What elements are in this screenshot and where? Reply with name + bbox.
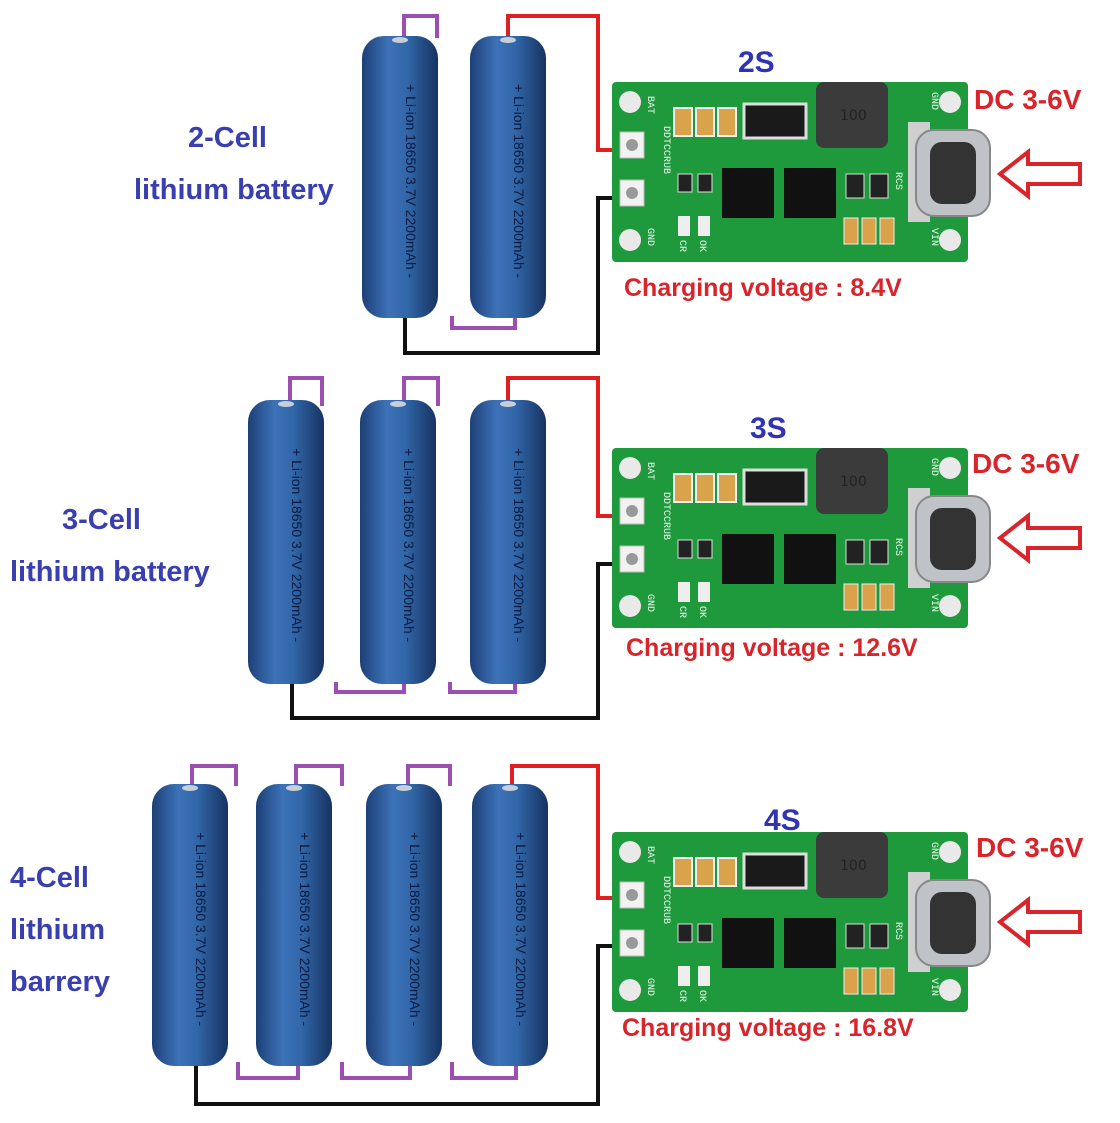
series-wire (448, 682, 517, 694)
side-label: 2-Cell lithium battery (134, 112, 334, 216)
side-label-line: 2-Cell (188, 122, 267, 154)
wiring-diagram-4s: + Li-ion 18650 3.7V 2200mAh - + Li-ion 1… (152, 764, 1082, 1106)
negative-wire (290, 562, 630, 720)
series-wire (334, 682, 406, 694)
battery-cell: + Li-ion 18650 3.7V 2200mAh - (152, 784, 228, 1066)
wiring-diagram-2s: + Li-ion 18650 3.7V 2200mAh - + Li-ion 1… (362, 14, 1082, 355)
battery-cell: + Li-ion 18650 3.7V 2200mAh - (470, 36, 546, 318)
silk-rcs: RCS (892, 922, 903, 940)
series-wire (340, 1062, 412, 1080)
input-voltage-label: DC 3-6V (972, 448, 1080, 479)
series-wire (450, 1062, 518, 1080)
silk-cr: CR (676, 990, 687, 1002)
silk-cr: CR (676, 240, 687, 252)
side-label-line: lithium (10, 914, 106, 946)
positive-wire (510, 764, 630, 900)
charger-board: BAT GND DDTCCRUB 100 CR OK RCS VIN GND (612, 448, 991, 628)
silk-ok: OK (696, 240, 707, 252)
silk-vin: VIN (928, 978, 939, 996)
input-arrow (996, 511, 1082, 565)
side-label-line: lithium battery (10, 556, 210, 588)
battery-label: + Li-ion 18650 3.7V 2200mAh - (511, 448, 527, 643)
battery-cell: + Li-ion 18650 3.7V 2200mAh - (366, 784, 442, 1066)
inductor-label: 100 (840, 474, 867, 490)
silk-bat: BAT (644, 462, 655, 480)
side-label-line: lithium battery (134, 174, 334, 206)
side-label-line: 4-Cell (10, 862, 89, 894)
battery-cell: + Li-ion 18650 3.7V 2200mAh - (362, 36, 438, 318)
side-label: 4-Cell lithium barrery (10, 852, 110, 1008)
silk-vin: VIN (928, 594, 939, 612)
panel-3s: + Li-ion 18650 3.7V 2200mAh - + Li-ion 1… (0, 370, 1120, 740)
inductor-label: 100 (840, 108, 867, 124)
silk-ddtccrub: DDTCCRUB (660, 876, 671, 924)
charging-voltage-label: Charging voltage : 8.4V (624, 274, 902, 302)
silk-gnd-right: GND (928, 458, 939, 476)
series-wire (402, 376, 440, 406)
battery-label: + Li-ion 18650 3.7V 2200mAh - (193, 832, 209, 1027)
battery-label: + Li-ion 18650 3.7V 2200mAh - (403, 84, 419, 279)
mode-label: 4S (764, 804, 801, 837)
mode-label: 3S (750, 412, 787, 445)
side-label-line: barrery (10, 966, 110, 998)
silk-vin: VIN (928, 228, 939, 246)
charger-board: BAT GND DDTCCRUB 100 CR OK RCS VIN GND (612, 832, 991, 1012)
negative-wire (194, 944, 630, 1106)
series-wire (236, 1062, 300, 1080)
battery-label: + Li-ion 18650 3.7V 2200mAh - (297, 832, 313, 1027)
battery-label: + Li-ion 18650 3.7V 2200mAh - (513, 832, 529, 1027)
input-arrow (996, 147, 1082, 201)
silk-gnd-left: GND (644, 228, 655, 246)
battery-cell: + Li-ion 18650 3.7V 2200mAh - (360, 400, 436, 684)
battery-label: + Li-ion 18650 3.7V 2200mAh - (511, 84, 527, 279)
silk-ok: OK (696, 606, 707, 618)
silk-ddtccrub: DDTCCRUB (660, 126, 671, 174)
panel-4s: + Li-ion 18650 3.7V 2200mAh - + Li-ion 1… (0, 740, 1120, 1123)
series-wire (190, 764, 238, 786)
battery-cell: + Li-ion 18650 3.7V 2200mAh - (248, 400, 324, 684)
series-wire (450, 316, 517, 330)
charging-voltage-label: Charging voltage : 16.8V (622, 1014, 914, 1042)
silk-gnd-left: GND (644, 978, 655, 996)
silk-gnd-right: GND (928, 92, 939, 110)
side-label-line: 3-Cell (62, 504, 141, 536)
battery-label: + Li-ion 18650 3.7V 2200mAh - (289, 448, 305, 643)
positive-wire (506, 376, 630, 518)
silk-ok: OK (696, 990, 707, 1002)
silk-rcs: RCS (892, 172, 903, 190)
series-wire (406, 764, 452, 786)
inductor-label: 100 (840, 858, 867, 874)
silk-gnd-right: GND (928, 842, 939, 860)
battery-label: + Li-ion 18650 3.7V 2200mAh - (407, 832, 423, 1027)
series-wire (294, 764, 344, 786)
negative-wire (403, 196, 630, 355)
battery-label: + Li-ion 18650 3.7V 2200mAh - (401, 448, 417, 643)
silk-bat: BAT (644, 846, 655, 864)
input-voltage-label: DC 3-6V (976, 832, 1084, 863)
silk-cr: CR (676, 606, 687, 618)
mode-label: 2S (738, 46, 775, 79)
positive-wire (506, 14, 630, 152)
silk-rcs: RCS (892, 538, 903, 556)
panel-2s: + Li-ion 18650 3.7V 2200mAh - + Li-ion 1… (0, 0, 1120, 370)
input-voltage-label: DC 3-6V (974, 84, 1082, 115)
silk-bat: BAT (644, 96, 655, 114)
charging-voltage-label: Charging voltage : 12.6V (626, 634, 918, 662)
silk-ddtccrub: DDTCCRUB (660, 492, 671, 540)
battery-cell: + Li-ion 18650 3.7V 2200mAh - (470, 400, 546, 684)
series-wire (402, 14, 439, 38)
silk-gnd-left: GND (644, 594, 655, 612)
wiring-diagram-3s: + Li-ion 18650 3.7V 2200mAh - + Li-ion 1… (248, 376, 1082, 720)
battery-cell: + Li-ion 18650 3.7V 2200mAh - (472, 784, 548, 1066)
input-arrow (996, 895, 1082, 949)
charger-board: BAT GND DDTCCRUB 100 CR OK RCS VIN GND (612, 82, 991, 262)
battery-cell: + Li-ion 18650 3.7V 2200mAh - (256, 784, 332, 1066)
series-wire (288, 376, 324, 406)
side-label: 3-Cell lithium battery (10, 494, 210, 598)
